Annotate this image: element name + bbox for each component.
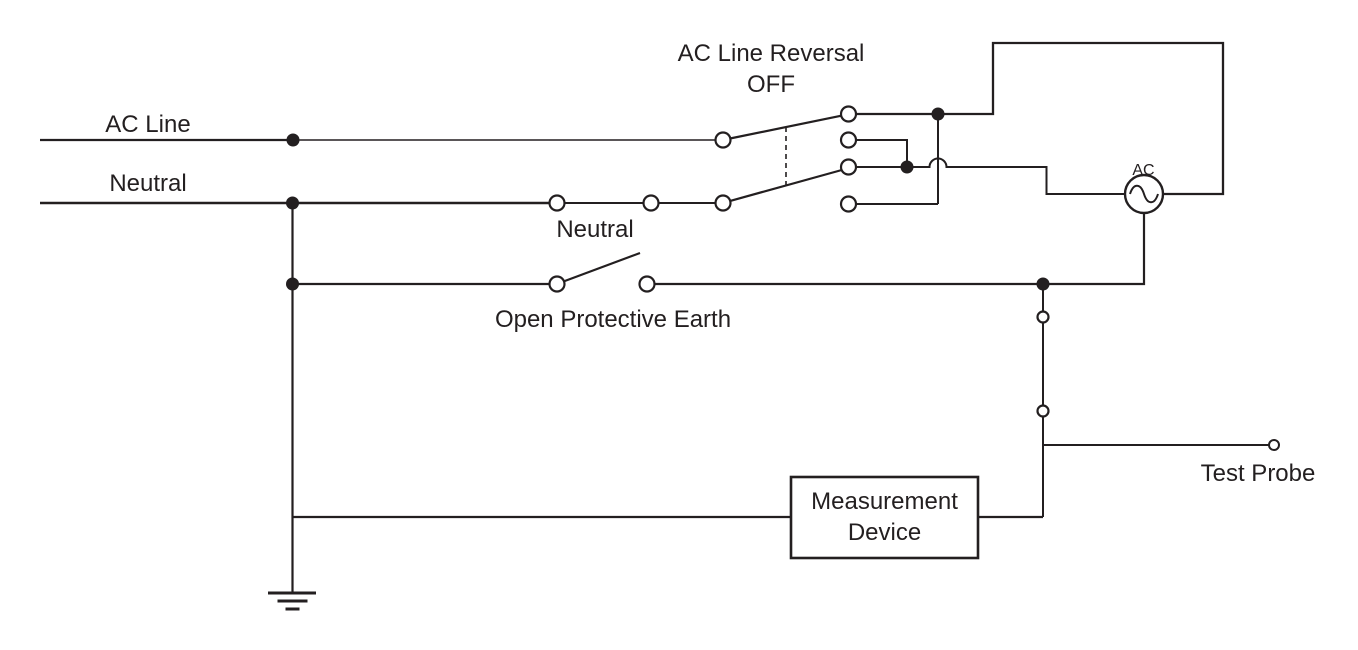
neutral-switch-label: Neutral (556, 216, 633, 243)
protective-earth-rail (286, 213, 1146, 293)
neutral-label: Neutral (109, 170, 186, 197)
reversal-pivot-neutral (714, 194, 732, 212)
neutral-rail (40, 194, 716, 212)
ac-line-label: AC Line (105, 111, 190, 138)
measurement-device-label-line1: Measurement (811, 488, 958, 515)
wire-top-loop (856, 41, 1225, 196)
ac-source: AC (1123, 162, 1165, 215)
measurement-branch (1036, 284, 1050, 517)
measurement-device-box (789, 475, 980, 560)
test-probe-label: Test Probe (1201, 460, 1316, 487)
reversal-state-label: OFF (747, 71, 795, 98)
earth-switch-contact (638, 275, 656, 293)
ac-line-reversal-switch (714, 105, 858, 213)
reversal-contact-2 (839, 131, 858, 149)
reversal-pivot-ac (714, 131, 732, 149)
branch-contact-1 (1036, 310, 1050, 324)
earth-switch-open-blade (563, 251, 641, 283)
measurement-device: Measurement Device (292, 475, 1043, 560)
test-probe-terminal (1268, 439, 1280, 451)
reversal-contact-1 (839, 105, 858, 123)
ac-line-rail (40, 133, 716, 147)
reversal-wiring (856, 41, 1225, 205)
test-probe (1043, 439, 1280, 451)
neutral-switch-contact-right (642, 194, 660, 212)
reversal-title-label: AC Line Reversal (678, 40, 865, 67)
reversal-contact-3 (839, 158, 858, 176)
wire-contact2-drop (856, 139, 908, 167)
reversal-contact-4 (839, 195, 858, 213)
branch-contact-2 (1036, 404, 1050, 418)
open-protective-earth-label: Open Protective Earth (495, 306, 731, 333)
ground-symbol (268, 591, 316, 611)
open-protective-earth-switch (548, 251, 656, 293)
neutral-switch (548, 194, 660, 212)
wire-contact3-to-source-with-hop (856, 157, 1125, 195)
earth-switch-pivot (548, 275, 566, 293)
measurement-device-label-line2: Device (848, 519, 921, 546)
earth-wire-right-to-source (654, 213, 1146, 286)
neutral-switch-contact-left (548, 194, 566, 212)
ground-branch (268, 203, 316, 611)
wire-crossover-vertical (856, 114, 939, 205)
junction-dot-ac-line (286, 133, 300, 147)
ac-source-sine-icon (1129, 184, 1159, 204)
